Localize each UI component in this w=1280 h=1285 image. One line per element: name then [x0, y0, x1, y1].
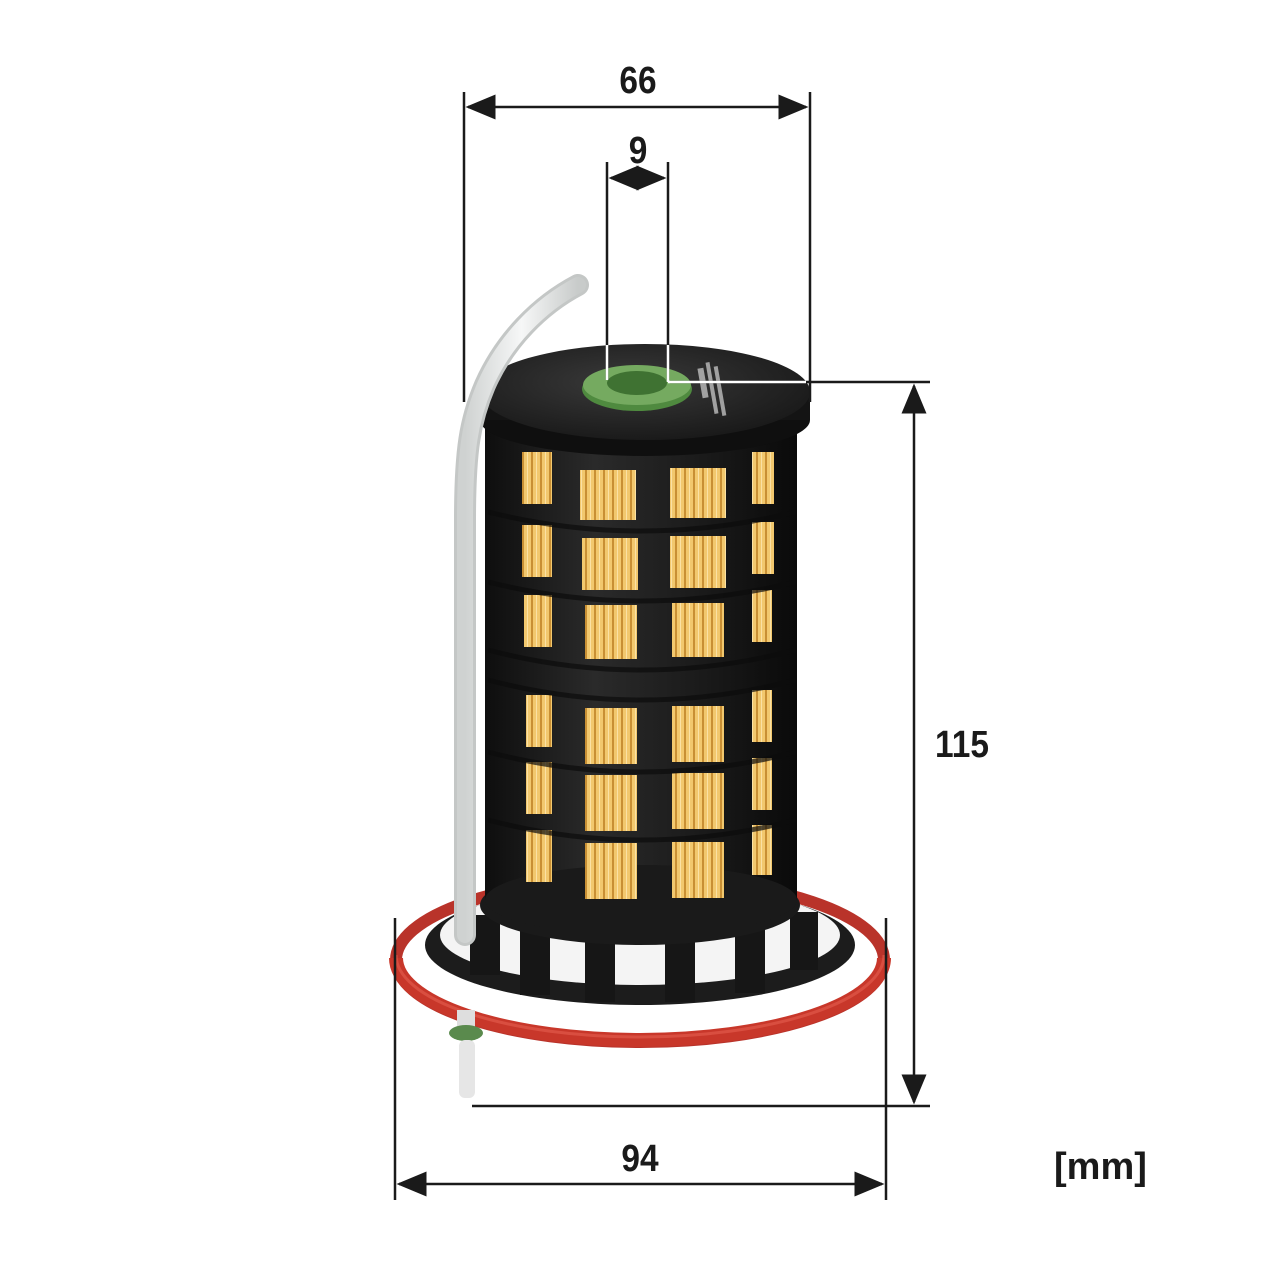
unit-label: [mm] — [1054, 1146, 1147, 1188]
top-cap — [480, 344, 810, 456]
dimension-label-outer-diameter: 66 — [619, 60, 657, 102]
dimension-label-seal-diameter: 94 — [621, 1138, 659, 1180]
seal-ring — [389, 954, 891, 1047]
dimension-lines — [393, 92, 930, 1200]
dimension-label-height: 115 — [935, 724, 989, 766]
drain-connector — [449, 1010, 483, 1098]
dimension-label-inner-diameter: 9 — [628, 130, 648, 172]
filter-body — [485, 410, 797, 935]
drain-tube — [454, 274, 589, 946]
outlet-grommet — [582, 365, 692, 411]
filter-media — [522, 452, 774, 899]
